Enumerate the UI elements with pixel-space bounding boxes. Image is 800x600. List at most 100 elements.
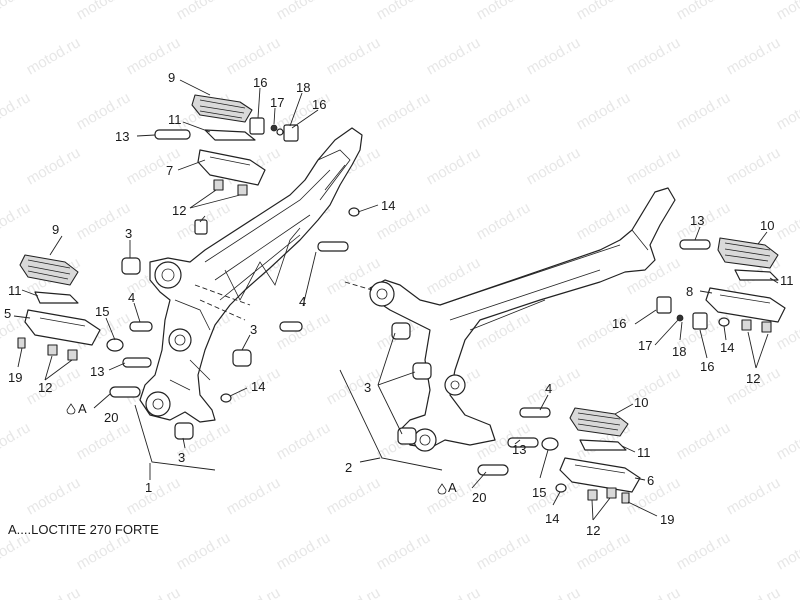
part-label: 10 — [760, 218, 774, 233]
part-label: 19 — [660, 512, 674, 527]
watermark-text: motod.ru — [74, 89, 134, 133]
part-label: 11 — [637, 445, 651, 460]
watermark-text: motod.ru — [524, 34, 584, 78]
part-label: 11 — [8, 283, 22, 298]
part-label: 15 — [532, 485, 546, 500]
loctite-note: A....LOCTITE 270 FORTE — [8, 522, 159, 537]
part-label: 18 — [672, 344, 686, 359]
watermark-text: motod.ru — [274, 529, 334, 573]
watermark-text: motod.ru — [774, 89, 800, 133]
part-label: 3 — [178, 450, 185, 465]
watermark-text: motod.ru — [374, 529, 434, 573]
watermark-text: motod.ru — [74, 0, 134, 23]
watermark-text: motod.ru — [374, 89, 434, 133]
watermark-text: motod.ru — [774, 0, 800, 23]
part-label: 13 — [512, 442, 526, 457]
watermark-text: motod.ru — [24, 584, 84, 600]
part-label: 17 — [638, 338, 652, 353]
watermark-text: motod.ru — [624, 364, 684, 408]
watermark-text: motod.ru — [74, 419, 134, 463]
watermark-text: motod.ru — [324, 474, 384, 518]
part-label: 16 — [312, 97, 326, 112]
part-label: 3 — [364, 380, 371, 395]
part-label: 19 — [8, 370, 22, 385]
watermark-text: motod.ru — [774, 199, 800, 243]
watermark-text: motod.ru — [24, 34, 84, 78]
part-label: 14 — [381, 198, 395, 213]
watermark-text: motod.ru — [0, 199, 33, 243]
part-label: 4 — [128, 290, 135, 305]
part-label: 12 — [586, 523, 600, 538]
part-label: 8 — [686, 284, 693, 299]
watermark-text: motod.ru — [524, 584, 584, 600]
part-label: 4 — [545, 381, 552, 396]
part-label: A — [448, 480, 457, 495]
part-label: 12 — [746, 371, 760, 386]
part-label: 5 — [4, 306, 11, 321]
watermark-text: motod.ru — [0, 89, 33, 133]
watermark-text: motod.ru — [574, 0, 634, 23]
footpeg-parts — [17, 94, 786, 504]
watermark-text: motod.ru — [524, 144, 584, 188]
leader-lines — [13, 79, 779, 521]
watermark-text: motod.ru — [24, 364, 84, 408]
part-label: 16 — [700, 359, 714, 374]
watermark-text: motod.ru — [274, 0, 334, 23]
watermark-text: motod.ru — [174, 529, 234, 573]
watermark-text: motod.ru — [424, 144, 484, 188]
watermark-text: motod.ru — [674, 529, 734, 573]
watermark-text: motod.ru — [724, 474, 784, 518]
watermark-text: motod.ru — [624, 144, 684, 188]
part-label: 14 — [545, 511, 559, 526]
watermark-text: motod.ru — [474, 0, 534, 23]
watermark-text: motod.ru — [474, 199, 534, 243]
part-label: 12 — [38, 380, 52, 395]
watermark-text: motod.ru — [524, 364, 584, 408]
watermark-text: motod.ru — [674, 419, 734, 463]
part-label: 13 — [90, 364, 104, 379]
watermark-text: motod.ru — [424, 34, 484, 78]
watermark-text: motod.ru — [374, 0, 434, 23]
loctite-drop-icon — [66, 403, 447, 495]
watermark-text: motod.ru — [324, 584, 384, 600]
part-label: 20 — [104, 410, 118, 425]
part-label: 14 — [251, 379, 265, 394]
watermark-text: motod.ru — [724, 144, 784, 188]
watermark-text: motod.ru — [674, 0, 734, 23]
part-label: 12 — [172, 203, 186, 218]
part-label: 13 — [115, 129, 129, 144]
part-label: 11 — [780, 273, 794, 288]
watermark-text: motod.ru — [424, 584, 484, 600]
watermark-text: motod.ru — [224, 34, 284, 78]
watermark-text: motod.ru — [124, 584, 184, 600]
watermark-text: motod.ru — [274, 419, 334, 463]
watermark-text: motod.ru — [574, 529, 634, 573]
part-label: A — [78, 401, 87, 416]
watermark-text: motod.ru — [424, 254, 484, 298]
part-label: 10 — [634, 395, 648, 410]
part-label: 1 — [145, 480, 152, 495]
watermark-text: motod.ru — [124, 144, 184, 188]
part-label: 13 — [690, 213, 704, 228]
part-label: 3 — [250, 322, 257, 337]
part-label: 16 — [612, 316, 626, 331]
watermark-text: motod.ru — [624, 34, 684, 78]
watermark-text: motod.ru — [124, 474, 184, 518]
part-label: 16 — [253, 75, 267, 90]
part-label: 9 — [52, 222, 59, 237]
watermark-text: motod.ru — [0, 0, 33, 23]
part-label: 2 — [345, 460, 352, 475]
watermark-text: motod.ru — [624, 584, 684, 600]
watermark-text: motod.ru — [324, 34, 384, 78]
watermark-text: motod.ru — [224, 474, 284, 518]
part-label: 6 — [647, 473, 654, 488]
watermark-text: motod.ru — [774, 529, 800, 573]
part-label: 9 — [168, 70, 175, 85]
left-frame-part — [139, 127, 363, 423]
right-frame-part — [344, 187, 676, 452]
part-label: 17 — [270, 95, 284, 110]
part-label: 3 — [125, 226, 132, 241]
part-label: 4 — [299, 294, 306, 309]
part-label: 7 — [166, 163, 173, 178]
